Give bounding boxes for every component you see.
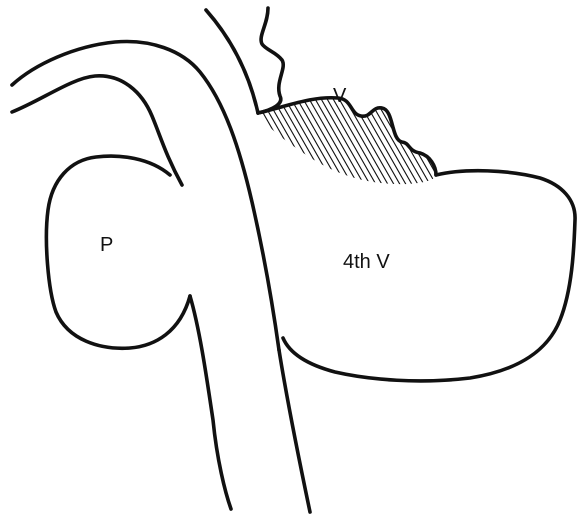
vermis-region <box>190 90 526 195</box>
hatch-line <box>466 90 526 195</box>
hatch-line <box>430 90 490 195</box>
vermis-label: V <box>333 85 347 107</box>
top-strand-left-outline <box>206 10 258 113</box>
hatch-line <box>214 90 274 195</box>
hatch-line <box>202 90 262 195</box>
top-strand-right-outline <box>258 8 283 113</box>
fourth-ventricle-outline <box>283 171 575 381</box>
hatch-line <box>424 90 484 195</box>
hatch-line <box>454 90 514 195</box>
fourth-ventricle-label: 4th V <box>343 251 390 273</box>
vermis-hatching <box>190 90 526 195</box>
pons-label: P <box>100 234 113 256</box>
brainstem-front-outline <box>190 296 231 509</box>
hatch-line <box>448 90 508 195</box>
hatch-line <box>346 90 406 195</box>
hatch-line <box>220 90 280 195</box>
hatch-line <box>436 90 496 195</box>
brainstem-back-outline <box>279 350 310 512</box>
pons-outline <box>46 156 190 348</box>
hatch-line <box>460 90 520 195</box>
hatch-line <box>208 90 268 195</box>
cerebral-fold-inner-outline <box>12 76 182 185</box>
hatch-line <box>442 90 502 195</box>
